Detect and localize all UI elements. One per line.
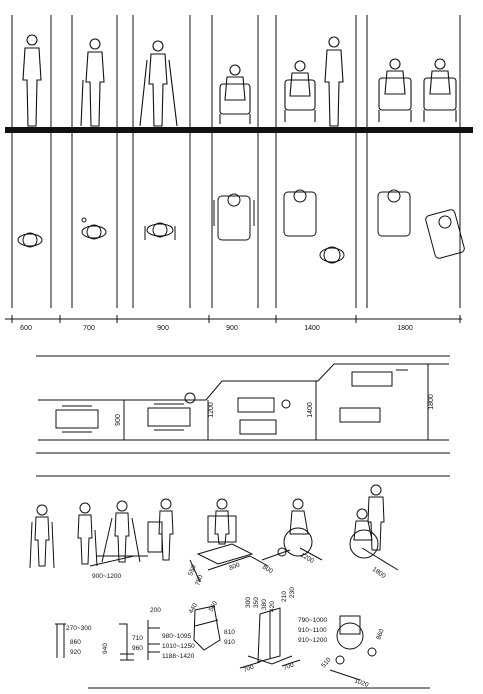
cane-height-label: 940 bbox=[102, 643, 109, 654]
crutch-user-icon bbox=[139, 40, 178, 127]
standing-frame-icon bbox=[196, 498, 254, 565]
plan-wheelchair-icon bbox=[213, 193, 255, 241]
standing-person-icon bbox=[22, 34, 42, 127]
dim-label: 1800 bbox=[397, 325, 413, 332]
wheelchair-attendant-icon bbox=[349, 484, 385, 559]
stand-d-label: 420 bbox=[269, 601, 276, 612]
wheelchair-range-2: 910~1100 bbox=[298, 627, 327, 634]
corridor-width-label: 1800 bbox=[428, 394, 435, 410]
corridor-width-label: 1200 bbox=[208, 402, 215, 418]
crutch-top-label: 270~300 bbox=[66, 625, 92, 632]
panel-space-widths bbox=[5, 15, 473, 323]
plan-figures bbox=[17, 189, 465, 264]
frame-e-label: 700 bbox=[242, 663, 255, 673]
panel2-width-labels: 900 1200 1400 1800 bbox=[115, 394, 435, 426]
frame-b-label: 560 bbox=[208, 600, 220, 613]
corridor-two-wheelchairs-icon bbox=[237, 397, 291, 435]
cane-person-icon bbox=[77, 502, 98, 567]
panel1-dimension-labels: 600 700 900 900 1400 1800 bbox=[20, 325, 413, 332]
wheelchair-range-3: 910~1200 bbox=[298, 637, 327, 644]
stand-b-label: 350 bbox=[253, 597, 260, 608]
elevation-figures bbox=[22, 34, 457, 127]
aid-dim-label: 800 bbox=[228, 561, 241, 571]
frame-a-label: 440 bbox=[188, 602, 200, 615]
walker-person-icon bbox=[147, 498, 174, 561]
walker-range-1: 980~1095 bbox=[162, 633, 191, 640]
dim-label: 700 bbox=[83, 325, 95, 332]
panel-mobility-aids bbox=[29, 475, 450, 583]
dim-label: 900 bbox=[157, 325, 169, 332]
dim-label: 1400 bbox=[304, 325, 320, 332]
stand-e-label: 210 bbox=[281, 591, 288, 602]
plan-two-wheelchairs-icon bbox=[377, 189, 465, 259]
wheelchair-companion-icon bbox=[284, 36, 344, 127]
floor-band bbox=[5, 127, 473, 133]
corridor-width-label: 1400 bbox=[307, 402, 314, 418]
crutch-person-icon bbox=[29, 504, 55, 569]
wheelchair-range-1: 790~1000 bbox=[298, 617, 327, 624]
walker-frame-icon bbox=[147, 620, 160, 660]
crutch-mid-label: 860 bbox=[70, 639, 81, 646]
dim-label: 900 bbox=[226, 325, 238, 332]
corridor-width-label: 900 bbox=[115, 414, 122, 426]
corridor-wheelchair-icon bbox=[55, 405, 99, 433]
wheelchair-seat-label: 510 bbox=[320, 656, 333, 669]
walker-range-2: 1010~1250 bbox=[162, 643, 195, 650]
crutch-bottom-label: 920 bbox=[70, 649, 81, 656]
quadcane-b-label: 960 bbox=[132, 645, 143, 652]
aid-dim-label: 800 bbox=[261, 564, 274, 576]
aid-dim-label: 550 bbox=[187, 564, 197, 577]
corridor-wheelchair-companion-icon bbox=[147, 392, 196, 431]
double-crutch-person-icon bbox=[96, 500, 148, 563]
dimension-ticks bbox=[11, 315, 461, 323]
wheelchair-user-icon bbox=[219, 64, 251, 124]
wheelchair-icon bbox=[335, 615, 377, 665]
frame-c-label: 810 bbox=[224, 629, 235, 636]
wheelchair-person-icon bbox=[277, 498, 313, 557]
aid-dim-label: 900~1200 bbox=[92, 573, 121, 580]
stand-f-label: 230 bbox=[289, 587, 296, 598]
frame-d-label: 910 bbox=[224, 639, 235, 646]
panel3-dimension-labels: 900~1200 550 750 800 800 1200 1800 bbox=[92, 552, 387, 587]
corridor-upper-wall bbox=[38, 363, 449, 401]
corridor-passing-wheelchairs-icon bbox=[339, 369, 408, 423]
panel-aid-dimensions bbox=[55, 605, 377, 681]
standing-support-icon bbox=[247, 607, 293, 665]
stand-c-label: 380 bbox=[261, 599, 268, 610]
aid-dim-label: 1200 bbox=[299, 552, 315, 565]
plan-walker-icon bbox=[17, 232, 43, 248]
aid-dim-label: 1800 bbox=[371, 566, 387, 580]
cane-user-icon bbox=[80, 38, 105, 127]
aid-dim-label: 750 bbox=[194, 574, 204, 587]
walker-range-3: 1188~1420 bbox=[162, 653, 195, 660]
wheelchair-width-label: 1020 bbox=[353, 677, 369, 689]
wheelchair-length-label: 860 bbox=[375, 628, 385, 641]
walker-top-label: 200 bbox=[150, 607, 161, 614]
stand-g-label: 700 bbox=[282, 661, 295, 671]
column-dividers bbox=[50, 15, 368, 308]
folding-frame-icon bbox=[193, 605, 221, 651]
two-wheelchairs-icon bbox=[378, 58, 457, 122]
quad-cane-icon bbox=[119, 623, 134, 661]
plan-cane-icon bbox=[81, 217, 107, 240]
dim-label: 600 bbox=[20, 325, 32, 332]
plan-wheelchair-companion-icon bbox=[283, 189, 345, 264]
quadcane-a-label: 710 bbox=[132, 635, 143, 642]
panel4-dimension-labels: 270~300 860 920 940 710 960 200 980~1095… bbox=[66, 587, 386, 689]
plan-crutch-icon bbox=[144, 222, 176, 240]
panel-corridor-widths bbox=[36, 355, 450, 454]
stand-a-label: 300 bbox=[245, 597, 252, 608]
crutch-icon bbox=[55, 623, 66, 658]
